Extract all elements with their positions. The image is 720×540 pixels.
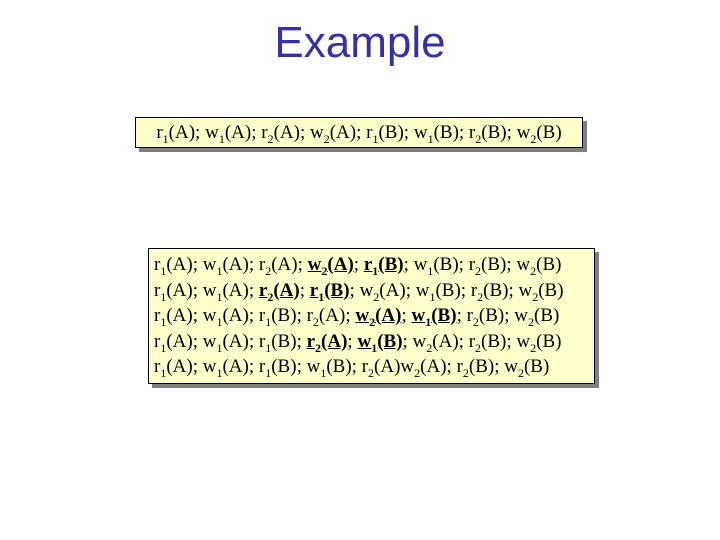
operation-token: r2(A)	[306, 330, 348, 355]
candidate-schedules-box: r1(A); w1(A); r2(A); w2(A); r1(B); w1(B)…	[148, 248, 595, 384]
operation-token: r1(B)	[258, 356, 297, 381]
operation-token: r2(B)	[468, 254, 507, 278]
operation-token: r1(A)	[154, 254, 193, 278]
operation-token: r2(A)	[361, 356, 401, 381]
operation-token: r1(A)	[154, 356, 193, 381]
operation-token: r1(A)	[154, 305, 193, 329]
operation-token: w1(A)	[202, 254, 249, 278]
schedule-line: r1(A); w1(A); r1(B); r2(A); w2(A); w1(B)…	[154, 305, 560, 329]
operation-token: w2(A)	[400, 356, 447, 381]
schedule-line: r1(A); w1(A); r1(B); r2(A); w1(B); w2(A)…	[154, 330, 562, 355]
operation-token: r2(B)	[468, 121, 507, 146]
operation-token: w2(B)	[516, 121, 562, 146]
operation-token: r2(B)	[468, 330, 507, 355]
operation-token: w1(A)	[202, 279, 249, 304]
schedule-line: r1(A); w1(A); r2(A); r1(B); w2(A); w1(B)…	[154, 279, 564, 304]
operation-token: w1(B)	[413, 121, 459, 146]
operation-token: w2(B)	[518, 279, 564, 304]
operation-token: w1(A)	[202, 305, 249, 329]
operation-token: r1(B)	[258, 330, 297, 355]
operation-token: r1(A)	[154, 330, 193, 355]
operation-token: w1(A)	[202, 330, 249, 355]
operation-token: w1(B)	[413, 254, 459, 278]
operation-token: w2(A)	[355, 305, 402, 329]
operation-token: w1(A)	[205, 121, 252, 146]
operation-token: w1(B)	[415, 279, 461, 304]
schedule-line: r1(A); w1(A); r2(A); w2(A); r1(B); w1(B)…	[156, 121, 562, 146]
operation-token: w2(A)	[307, 254, 354, 278]
operation-token: w1(B)	[357, 330, 403, 355]
schedule-line: r1(A); w1(A); r2(A); w2(A); r1(B); w1(B)…	[154, 254, 562, 278]
operation-token: r2(A)	[261, 121, 300, 146]
operation-token: w2(A)	[309, 121, 357, 146]
operation-token: r1(B)	[363, 254, 404, 278]
operation-token: w1(B)	[411, 305, 457, 329]
original-schedule-box: r1(A); w1(A); r2(A); w2(A); r1(B); w1(B)…	[135, 117, 583, 148]
operation-token: w2(A)	[412, 330, 459, 355]
operation-token: r1(B)	[258, 305, 297, 329]
operation-token: r2(A)	[258, 254, 298, 278]
operation-token: r2(B)	[456, 356, 495, 381]
operation-token: w2(B)	[504, 356, 550, 381]
operation-token: r2(B)	[466, 305, 505, 329]
operation-token: r2(A)	[306, 305, 346, 329]
slide-title: Example	[274, 18, 446, 67]
operation-token: w1(A)	[202, 356, 249, 381]
operation-token: r1(A)	[156, 121, 196, 146]
operation-token: w2(B)	[516, 330, 562, 355]
operation-token: r2(A)	[258, 279, 300, 304]
operation-token: w2(A)	[359, 279, 406, 304]
operation-token: w2(B)	[516, 254, 562, 278]
operation-token: w1(B)	[306, 356, 352, 381]
operation-token: r1(A)	[154, 279, 193, 304]
operation-token: r1(B)	[309, 279, 350, 304]
operation-token: w2(B)	[514, 305, 560, 329]
operation-token: r1(B)	[366, 121, 404, 146]
schedule-line: r1(A); w1(A); r1(B); w1(B); r2(A)w2(A); …	[154, 356, 550, 381]
operation-token: r2(B)	[470, 279, 509, 304]
